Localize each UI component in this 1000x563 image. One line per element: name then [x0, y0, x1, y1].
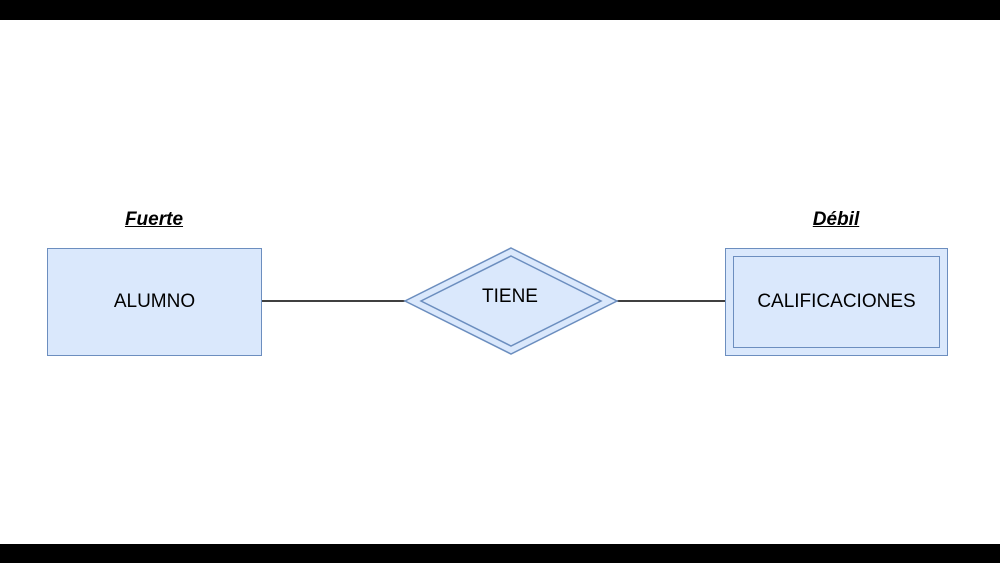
diagram-canvas: Fuerte Débil ALUMNO CALIFICACIONES TIENE	[0, 20, 1000, 544]
relationship-tiene-text: TIENE	[482, 286, 538, 307]
relationship-diamond-inner	[419, 255, 603, 347]
entity-alumno: ALUMNO	[47, 248, 262, 356]
relationship-diamond-outer	[403, 247, 619, 355]
strong-entity-label: Fuerte	[124, 209, 184, 230]
entity-calificaciones: CALIFICACIONES	[733, 256, 940, 348]
weak-entity-outer-box	[725, 248, 948, 356]
entity-alumno-text: ALUMNO	[113, 291, 196, 312]
entity-calificaciones-text: CALIFICACIONES	[757, 291, 916, 312]
weak-entity-label: Débil	[812, 209, 860, 230]
er-diagram-svg	[262, 247, 725, 355]
